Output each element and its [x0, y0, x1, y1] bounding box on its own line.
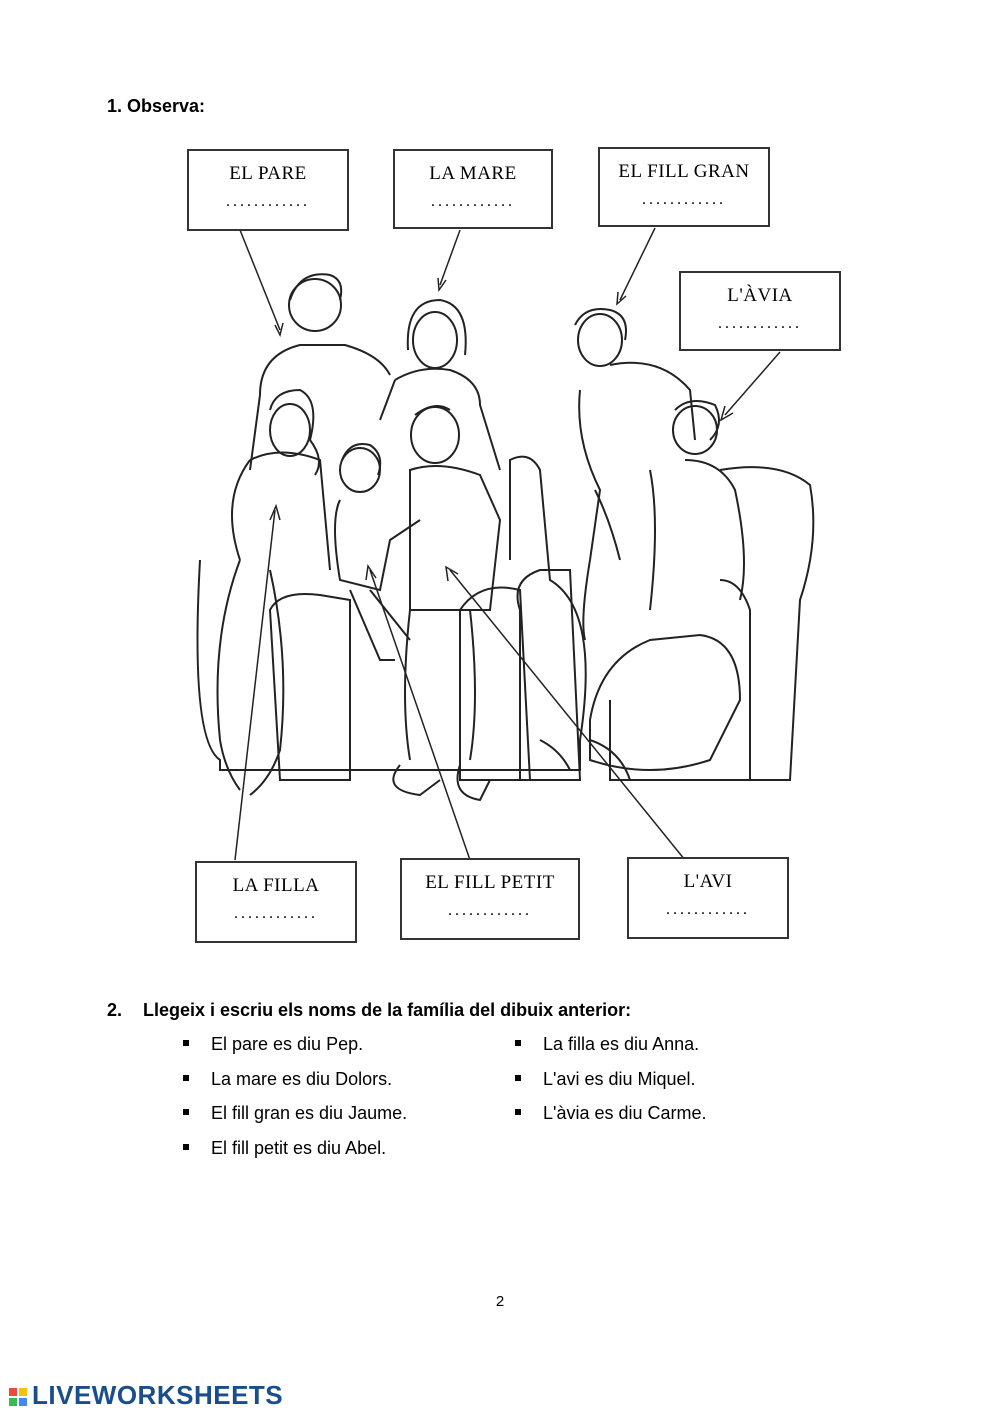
- bullet-icon: [515, 1075, 521, 1082]
- label-avi: L'AVI: [683, 871, 733, 892]
- bullet-icon: [183, 1040, 189, 1047]
- liveworksheets-logo[interactable]: LIVEWORKSHEETS: [8, 1380, 283, 1411]
- section-2-number: 2.: [107, 1000, 123, 1020]
- bullet-icon: [515, 1109, 521, 1116]
- section-1-title: 1. Observa:: [107, 96, 206, 116]
- label-box-fill-gran: EL FILL GRAN ............: [598, 147, 770, 227]
- label-box-avi: L'AVI ............: [627, 857, 789, 939]
- answer-blank-avia[interactable]: ............: [718, 315, 802, 332]
- list-item: L'avi es diu Miquel.: [515, 1069, 696, 1090]
- label-box-avia: L'ÀVIA ............: [679, 271, 841, 351]
- label-pare: EL PARE: [229, 163, 307, 184]
- label-fill-gran: EL FILL GRAN: [618, 161, 750, 182]
- section-2-title: 2. Llegeix i escriu els noms de la famíli…: [107, 1000, 631, 1021]
- label-box-pare: EL PARE ............: [187, 149, 349, 231]
- page-number: 2: [495, 1293, 505, 1310]
- list-item: La filla es diu Anna.: [515, 1034, 699, 1055]
- logo-icon: [8, 1387, 30, 1407]
- label-avia: L'ÀVIA: [727, 285, 793, 306]
- answer-blank-filla[interactable]: ............: [234, 905, 318, 922]
- list-item: El pare es diu Pep.: [183, 1034, 363, 1055]
- label-fill-petit: EL FILL PETIT: [425, 872, 555, 893]
- bullet-icon: [183, 1109, 189, 1116]
- answer-blank-fill-gran[interactable]: ............: [642, 191, 726, 208]
- logo-text: LIVEWORKSHEETS: [32, 1380, 284, 1410]
- bullet-icon: [183, 1144, 189, 1151]
- label-filla: LA FILLA: [232, 875, 320, 896]
- answer-blank-pare[interactable]: ............: [226, 193, 310, 210]
- label-box-mare: LA MARE ............: [393, 149, 553, 229]
- bullet-icon: [183, 1075, 189, 1082]
- list-item: El fill gran es diu Jaume.: [183, 1103, 407, 1124]
- list-item: L'àvia es diu Carme.: [515, 1103, 707, 1124]
- section-2-text: Llegeix i escriu els noms de la família …: [143, 1000, 632, 1020]
- family-illustration: [196, 227, 815, 861]
- label-mare: LA MARE: [429, 163, 517, 184]
- answer-blank-fill-petit[interactable]: ............: [448, 902, 532, 919]
- answer-blank-avi[interactable]: ............: [666, 901, 750, 918]
- label-box-fill-petit: EL FILL PETIT ............: [400, 858, 580, 940]
- label-box-filla: LA FILLA ............: [195, 861, 357, 943]
- answer-blank-mare[interactable]: ............: [431, 193, 515, 210]
- bullet-icon: [515, 1040, 521, 1047]
- list-item: La mare es diu Dolors.: [183, 1069, 392, 1090]
- list-item: El fill petit es diu Abel.: [183, 1138, 386, 1159]
